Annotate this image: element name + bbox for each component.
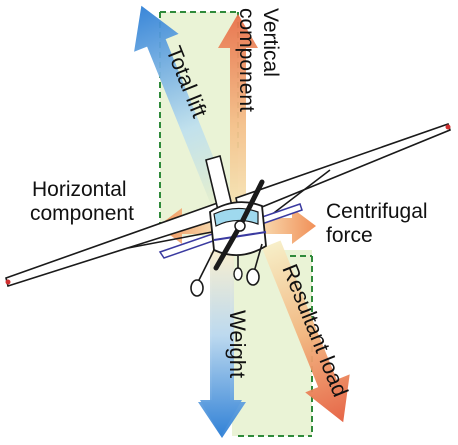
centrifugal-force-label-line1: Centrifugal bbox=[326, 200, 428, 223]
right-wheel bbox=[246, 268, 260, 286]
nose-wheel bbox=[233, 267, 243, 281]
aircraft bbox=[5, 122, 451, 297]
centrifugal-force-arrow bbox=[258, 208, 316, 244]
propeller-blade-upper bbox=[237, 179, 265, 229]
left-wheel bbox=[190, 279, 204, 297]
propeller-blade-lower bbox=[213, 223, 243, 271]
resultant-load-arrow bbox=[262, 240, 350, 423]
vertical-component-label-line1: Vertical bbox=[259, 8, 282, 77]
left-gear-leg bbox=[197, 249, 215, 283]
horizontal-component-label-line2: component bbox=[30, 202, 134, 225]
right-wingtip-light bbox=[445, 124, 451, 130]
vertical-component-label-line2: component bbox=[235, 8, 258, 112]
propeller-spinner bbox=[234, 220, 246, 232]
right-gear-leg bbox=[253, 243, 263, 273]
weight-arrow-body bbox=[198, 252, 246, 438]
vertical-component-arrow bbox=[218, 14, 258, 236]
left-wing-strut bbox=[127, 231, 213, 249]
fuselage-stripe bbox=[213, 231, 267, 241]
horizontal-component-label-line1: Horizontal bbox=[32, 178, 127, 201]
left-wingtip-light bbox=[5, 279, 11, 285]
centrifugal-force-label-line2: force bbox=[326, 224, 373, 247]
weight-label: Weight bbox=[225, 310, 250, 378]
